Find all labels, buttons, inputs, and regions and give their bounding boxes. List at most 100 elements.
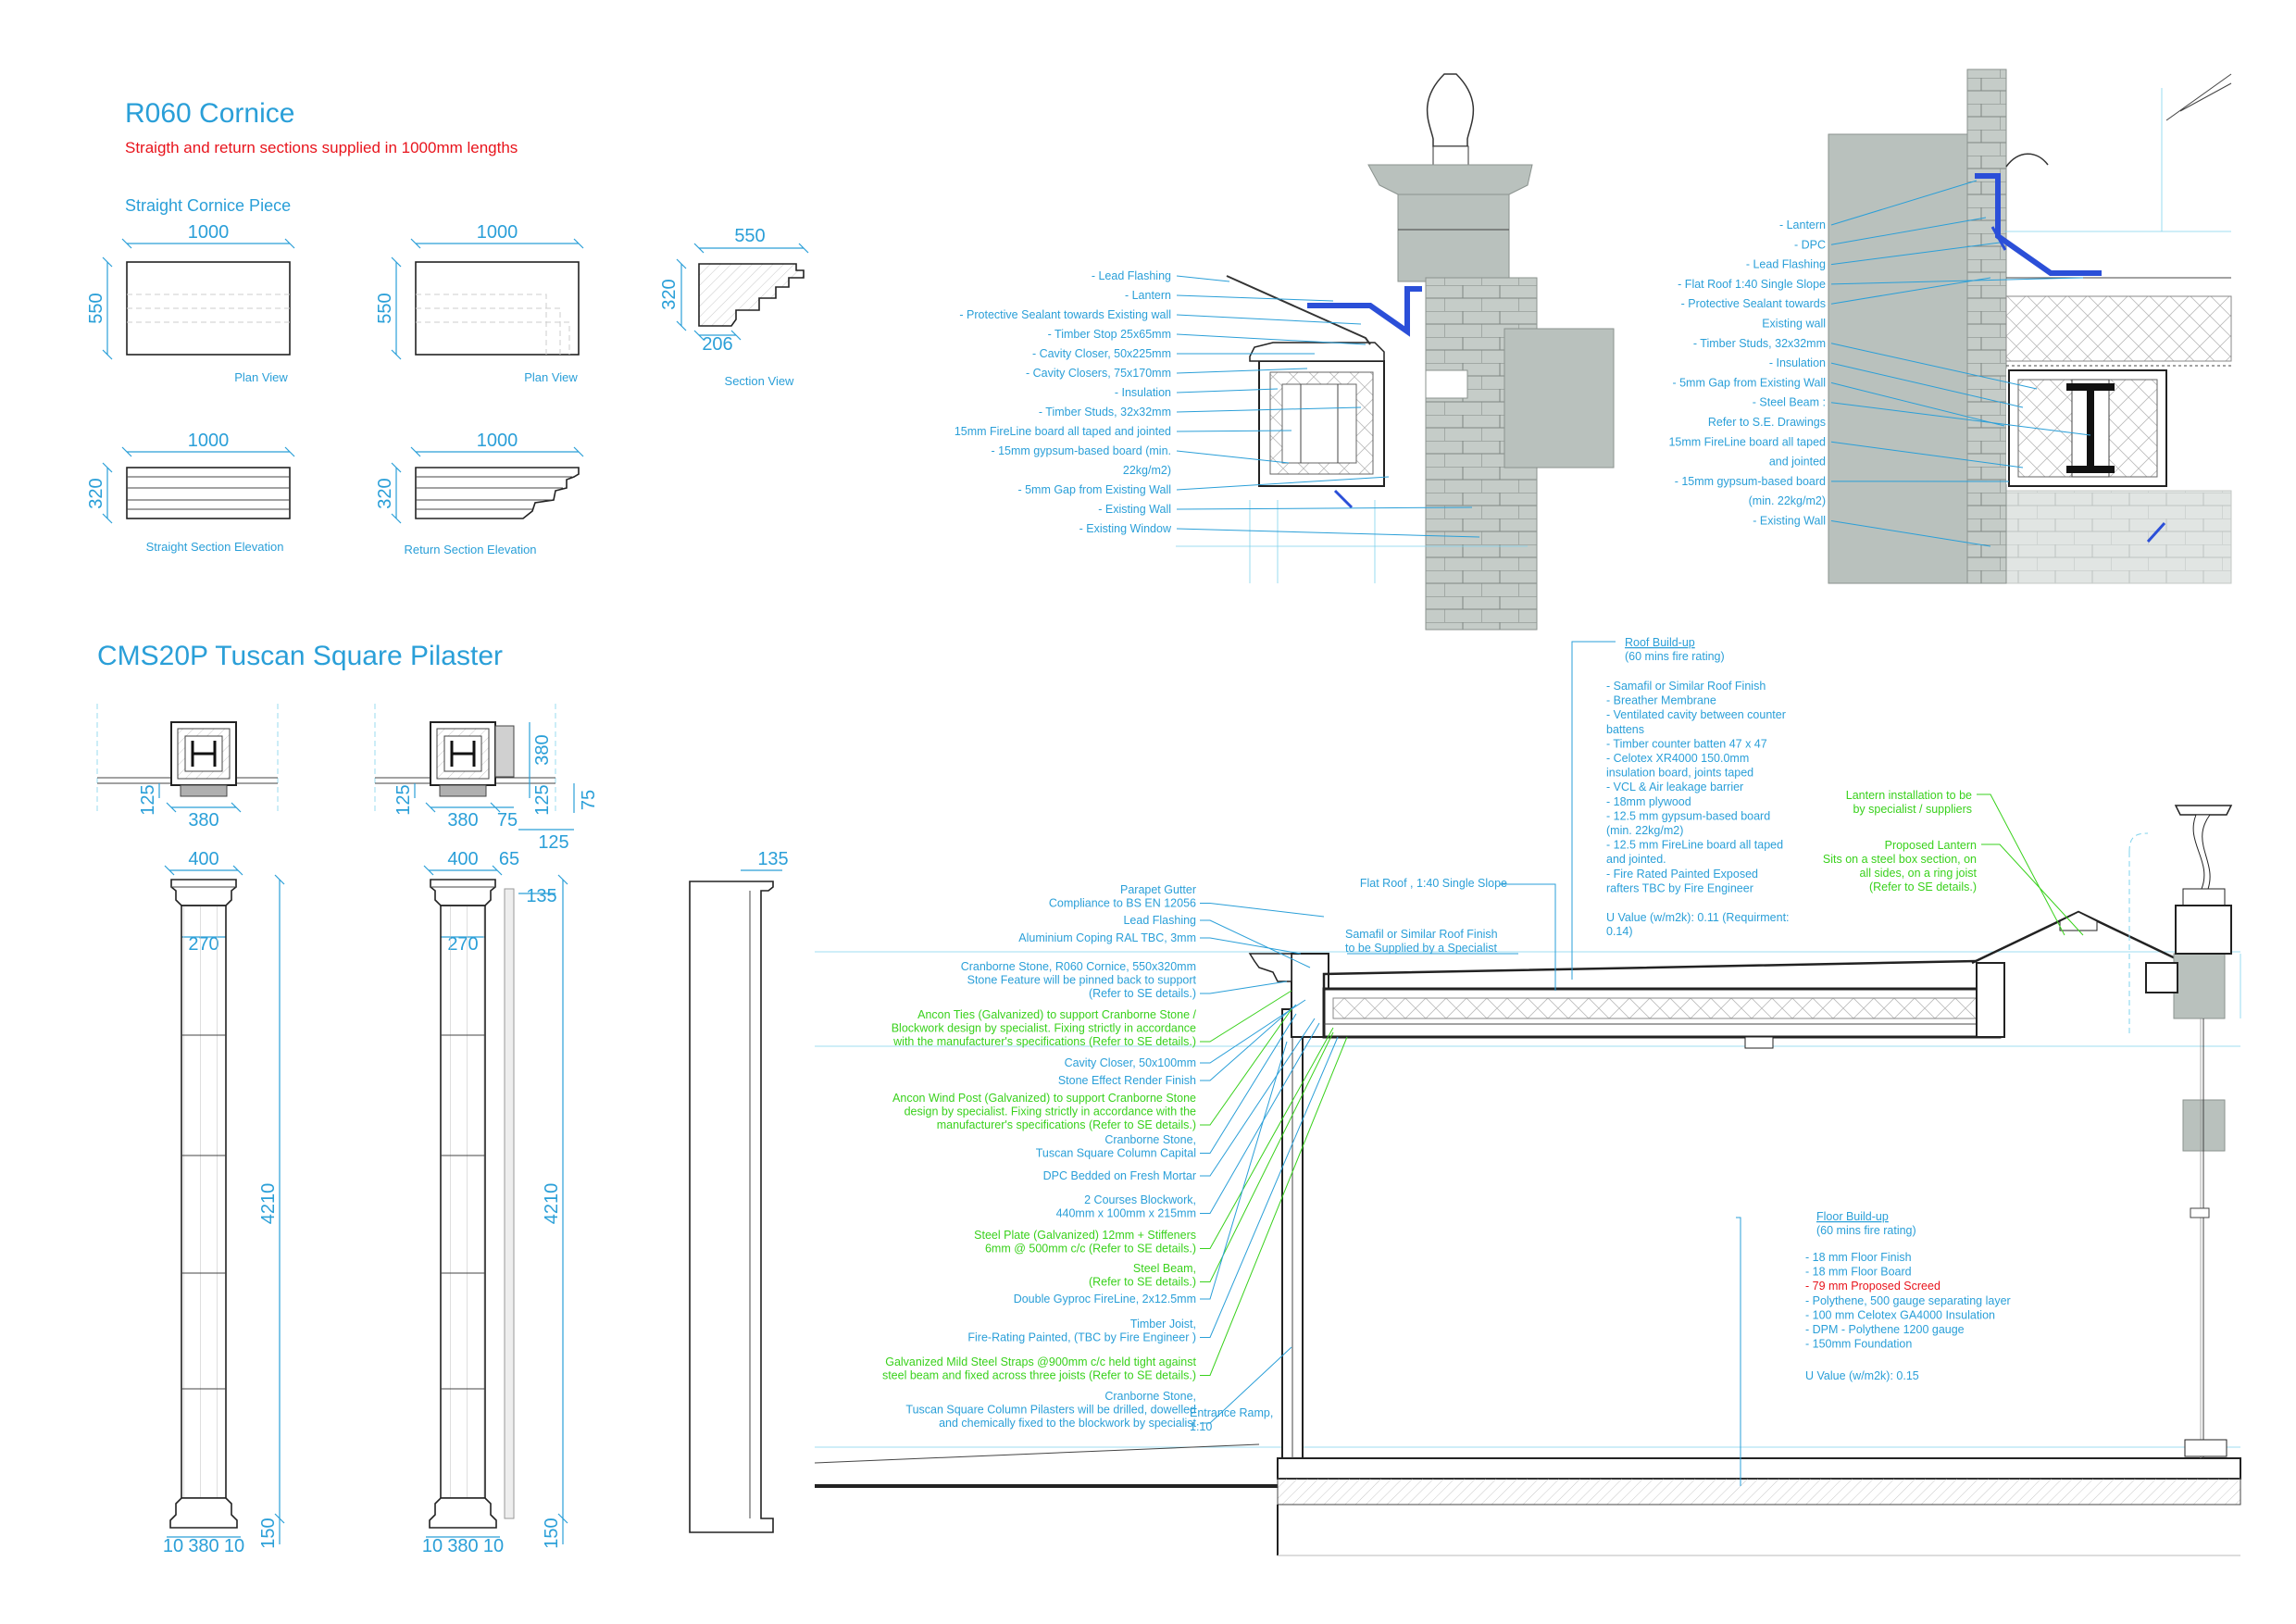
svg-text:1000: 1000 [188,222,230,243]
leader-line [1200,919,1311,968]
svg-text:1000: 1000 [188,431,230,451]
roof-buildup-item: rafters TBC by Fire Engineer [1606,881,1753,894]
roof-buildup-item: - Samafil or Similar Roof Finish [1606,680,1766,693]
svg-text:Plan View: Plan View [524,370,578,384]
detail-left-label: - Timber Stop 25x65mm [1048,328,1171,341]
detail-right-label: - Protective Sealant towards [1681,297,1826,310]
svg-text:Return Section Elevation: Return Section Elevation [404,543,536,556]
section-view: 550 320 206 Section View [659,226,809,388]
roof-buildup-item: - Fire Rated Painted Exposed [1606,868,1758,881]
svg-text:206: 206 [702,334,732,355]
section-label: steel beam and fixed across three joists… [882,1369,1196,1382]
svg-text:550: 550 [375,293,395,323]
leader-line [1200,1008,1292,1126]
section-label: Parapet Gutter [1120,883,1196,896]
svg-text:1:10: 1:10 [1190,1420,1212,1433]
cornice-title: R060 Cornice [125,98,294,129]
svg-text:Plan View: Plan View [234,370,288,384]
roof-buildup-item: - 18mm plywood [1606,795,1691,808]
roof-buildup-item: - Breather Membrane [1606,694,1716,707]
floor-buildup-item: - 18 mm Floor Finish [1805,1251,1912,1264]
section-label: 2 Courses Blockwork, [1084,1193,1196,1206]
detail-right-label: - Lantern [1779,219,1826,231]
svg-text:Section View: Section View [725,374,795,388]
section-label: Aluminium Coping RAL TBC, 3mm [1018,931,1196,944]
section-label: Steel Beam, [1133,1262,1196,1275]
svg-text:Roof Build-up: Roof Build-up [1625,636,1695,649]
section-label: Tuscan Square Column Capital [1036,1147,1196,1160]
svg-text:10: 10 [422,1536,443,1556]
section-label: (Refer to SE details.) [1089,1276,1196,1289]
floor-buildup: Floor Build-up (60 mins fire rating) - 1… [1805,1210,2011,1382]
svg-text:1000: 1000 [477,431,518,451]
plan-view-straight: 1000 550 Plan View [86,222,295,384]
svg-text:Proposed Lantern: Proposed Lantern [1885,839,1977,852]
section-label: 6mm @ 500mm c/c (Refer to SE details.) [985,1243,1196,1255]
roof-buildup-item: - Timber counter batten 47 x 47 [1606,737,1767,750]
return-section-elevation: 1000 320 Return Section Elevation [375,431,584,556]
section-label: 440mm x 100mm x 215mm [1056,1207,1196,1220]
floor-buildup-item: - 18 mm Floor Board [1805,1266,1912,1279]
roof-buildup-item: battens [1606,723,1644,736]
pilaster-side-profile: 135 [689,849,789,1533]
leader-line [1200,1022,1320,1214]
detail-right-label: - Lead Flashing [1746,258,1826,271]
leader-line [1200,1036,1348,1376]
leader-line [1830,343,2038,390]
leader-line [1830,520,1991,547]
svg-text:Straight Section Elevation: Straight Section Elevation [146,540,284,554]
svg-text:380: 380 [447,1536,478,1556]
leader-line [1176,333,1366,345]
detail-right-label: - Timber Studs, 32x32mm [1693,337,1826,350]
detail-right-label: - Insulation [1769,356,1826,369]
leader-line [1200,1027,1334,1249]
svg-text:10: 10 [163,1536,183,1556]
leader-line [1176,314,1362,325]
section-label: Cavity Closer, 50x100mm [1065,1056,1196,1069]
svg-text:150: 150 [542,1518,562,1548]
section-label: Timber Joist, [1130,1318,1196,1330]
detail-right-label: and jointed [1769,456,1826,468]
svg-text:125: 125 [532,784,553,815]
detail-left-label: - Existing Wall [1098,503,1171,516]
detail-left-label: - Cavity Closer, 50x225mm [1032,347,1171,360]
leader-line [1830,180,1978,226]
leader-line [1176,294,1334,302]
pilaster-title: CMS20P Tuscan Square Pilaster [97,641,503,671]
svg-text:U Value (w/m2k): 0.15: U Value (w/m2k): 0.15 [1805,1369,1919,1382]
leader-line [1176,450,1290,464]
section-label: Tuscan Square Column Pilasters will be d… [905,1404,1196,1417]
leader-line [1200,981,1288,994]
detail-right-label: Refer to S.E. Drawings [1708,416,1826,429]
detail-left-label: 22kg/m2) [1123,464,1171,477]
leader-line [1176,406,1362,413]
svg-text:320: 320 [375,478,395,508]
leader-line [1830,441,2024,468]
leader-line [1200,999,1306,1064]
leader-line [1176,275,1230,282]
svg-text:by specialist / suppliers: by specialist / suppliers [1853,803,1972,816]
roof-buildup-item: and jointed. [1606,853,1666,866]
detail-left-label: - Existing Window [1079,522,1172,535]
svg-text:135: 135 [757,849,788,869]
svg-text:Flat Roof , 1:40 Single Slope: Flat Roof , 1:40 Single Slope [1360,877,1507,890]
leader-line [1830,381,2005,427]
detail-right-label: - 5mm Gap from Existing Wall [1672,376,1826,389]
detail-right-label: - Steel Beam : [1753,396,1826,409]
roof-buildup-item: - VCL & Air leakage barrier [1606,781,1743,793]
svg-text:to be Supplied by a Specialist: to be Supplied by a Specialist [1345,942,1498,955]
svg-text:135: 135 [526,886,556,906]
detail-left-label: - Lantern [1125,289,1171,302]
section-label: Cranborne Stone, R060 Cornice, 550x320mm [961,960,1196,973]
leader-line [1200,1036,1339,1338]
pilaster-plan-1: 380 125 [96,704,279,831]
detail-left-label: - Insulation [1115,386,1171,399]
svg-text:550: 550 [86,293,106,323]
leader-line [1200,937,1302,955]
detail-left-label: - 15mm gypsum-based board (min. [991,444,1171,457]
svg-text:4210: 4210 [258,1183,279,1225]
section-label: Stone Feature will be pinned back to sup… [967,974,1197,987]
section-label: with the manufacturer's specifications (… [892,1035,1196,1048]
